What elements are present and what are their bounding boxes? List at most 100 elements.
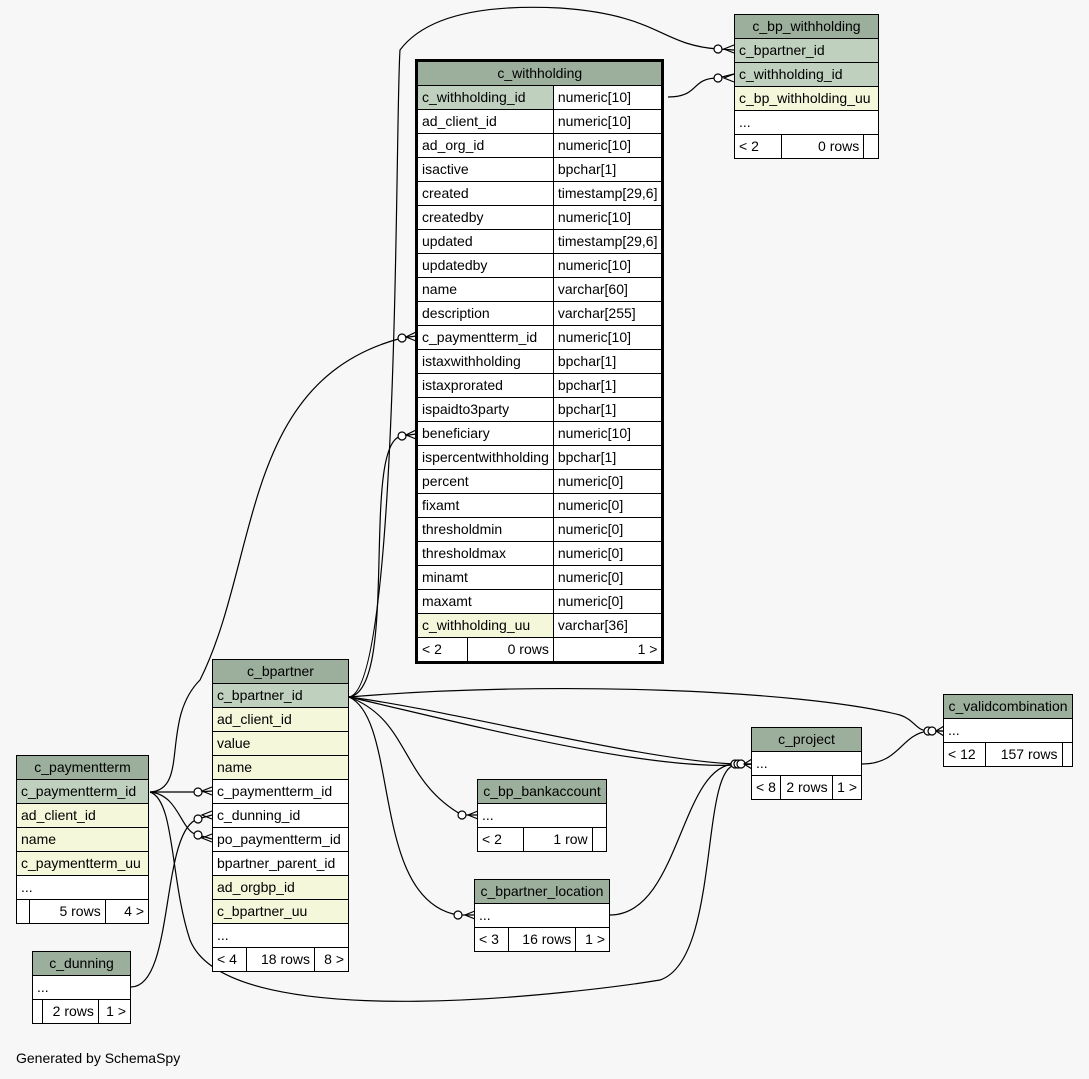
table-title[interactable]: c_bpartner_location <box>474 879 610 904</box>
column-name: c_paymentterm_id <box>416 325 554 350</box>
column-type: numeric[10] <box>552 109 664 134</box>
row-count: 16 rows <box>507 927 577 952</box>
children-count[interactable]: 1 > <box>831 775 863 800</box>
column-type: numeric[10] <box>552 85 664 110</box>
rel-paymentterm-project <box>149 763 753 1002</box>
children-count[interactable]: 1 > <box>575 927 610 952</box>
children-count[interactable] <box>1061 742 1074 767</box>
column-type: bpchar[1] <box>552 157 664 182</box>
column-row[interactable]: c_bpartner_id <box>212 683 349 708</box>
parents-count[interactable]: < 2 <box>733 134 783 159</box>
column-type: varchar[36] <box>552 613 664 638</box>
column-name: ad_orgbp_id <box>212 875 349 900</box>
children-count[interactable]: 1 > <box>552 637 664 663</box>
parents-count[interactable] <box>32 999 43 1024</box>
column-row[interactable]: bpartner_parent_id <box>212 851 349 876</box>
children-count[interactable] <box>863 134 879 159</box>
column-name: createdby <box>416 205 554 230</box>
column-row[interactable]: ad_client_id <box>16 803 149 828</box>
table-title[interactable]: c_bp_bankaccount <box>477 779 607 804</box>
column-name: c_dunning_id <box>212 803 349 828</box>
column-row[interactable]: ... <box>943 718 1073 743</box>
column-name: minamt <box>416 565 554 590</box>
generated-by-caption: Generated by SchemaSpy <box>16 1050 181 1066</box>
table-title[interactable]: c_bp_withholding <box>734 14 879 39</box>
children-count[interactable]: 4 > <box>104 899 150 924</box>
column-row[interactable]: value <box>212 731 349 756</box>
column-name: fixamt <box>416 493 554 518</box>
column-row[interactable]: ... <box>734 110 879 135</box>
column-row[interactable]: c_paymentterm_uu <box>16 851 149 876</box>
column-row[interactable]: c_withholding_id <box>734 62 879 87</box>
children-count[interactable]: 1 > <box>97 999 132 1024</box>
column-row[interactable]: ... <box>212 923 349 948</box>
column-row[interactable]: name <box>16 827 149 852</box>
parents-count[interactable]: < 4 <box>212 947 247 972</box>
column-type: timestamp[29,6] <box>552 181 664 206</box>
parents-count[interactable]: < 12 <box>942 742 987 767</box>
column-row[interactable]: ... <box>477 803 607 828</box>
column-row[interactable]: ... <box>751 751 862 776</box>
column-row[interactable]: ... <box>32 975 131 1000</box>
children-count[interactable]: 8 > <box>314 947 349 972</box>
column-name: ad_client_id <box>212 707 349 732</box>
column-row[interactable]: c_paymentterm_id <box>212 779 349 804</box>
parents-count[interactable]: < 2 <box>416 637 468 663</box>
table-title[interactable]: c_paymentterm <box>16 755 149 780</box>
column-row[interactable]: ad_orgbp_id <box>212 875 349 900</box>
column-row[interactable]: name <box>212 755 349 780</box>
column-row[interactable]: c_paymentterm_id <box>16 779 149 804</box>
column-row[interactable]: c_bpartner_uu <box>212 899 349 924</box>
column-row[interactable]: c_bpartner_id <box>734 38 879 63</box>
table-title[interactable]: c_project <box>751 727 862 752</box>
table-title[interactable]: c_withholding <box>415 60 664 86</box>
column-row[interactable]: ... <box>474 903 610 928</box>
parents-count[interactable]: < 3 <box>474 927 509 952</box>
column-row[interactable]: ad_client_id <box>212 707 349 732</box>
column-row[interactable]: ... <box>16 875 149 900</box>
children-count[interactable] <box>591 827 608 852</box>
column-row[interactable]: po_paymentterm_id <box>212 827 349 852</box>
table-title[interactable]: c_dunning <box>32 951 131 976</box>
parents-count[interactable]: < 2 <box>477 827 524 852</box>
parents-count[interactable] <box>15 899 31 924</box>
column-row[interactable]: c_dunning_id <box>212 803 349 828</box>
table-title[interactable]: c_validcombination <box>943 694 1073 719</box>
table-title[interactable]: c_bpartner <box>212 659 349 684</box>
parents-count[interactable]: < 8 <box>750 775 782 800</box>
column-row[interactable]: c_bp_withholding_uu <box>734 86 879 111</box>
